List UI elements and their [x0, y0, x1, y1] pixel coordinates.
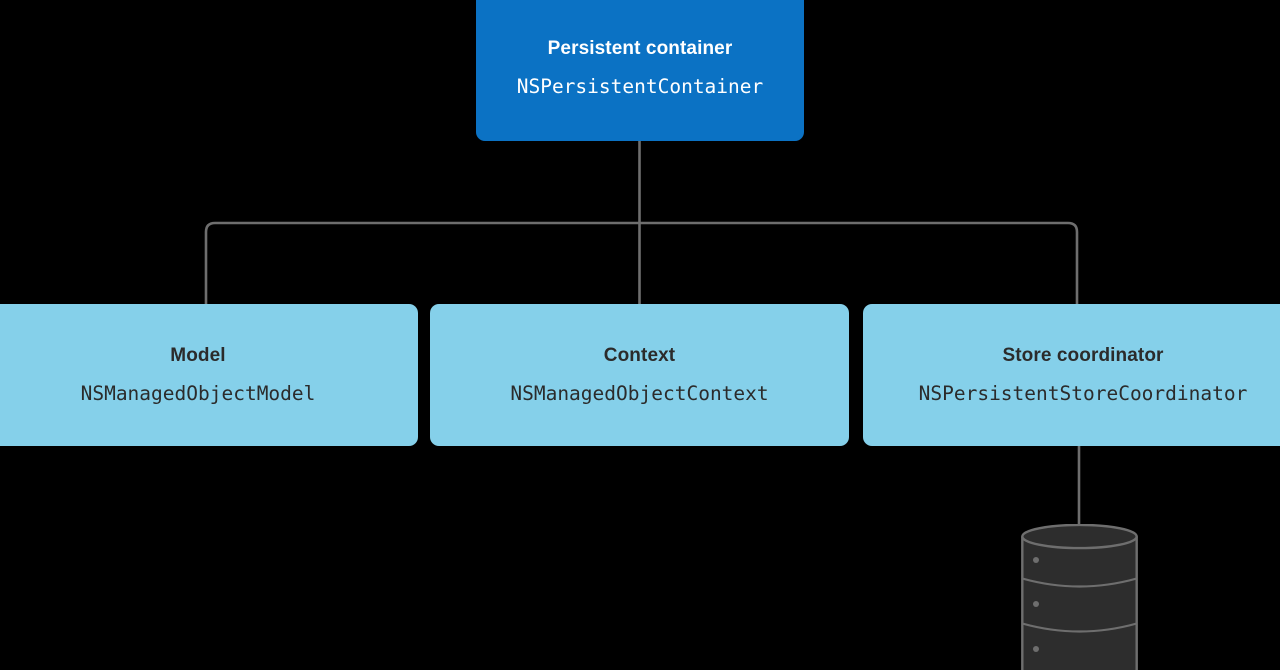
node-title: Persistent container [547, 38, 733, 60]
database-divider-1 [1022, 577, 1137, 588]
database-pip-3 [1033, 646, 1039, 652]
node-model[interactable]: Model NSManagedObjectModel [0, 304, 418, 446]
database-side-stroke [1021, 536, 1138, 670]
node-context[interactable]: Context NSManagedObjectContext [430, 304, 849, 446]
database-pip-2 [1033, 601, 1039, 607]
node-store-coordinator[interactable]: Store coordinator NSPersistentStoreCoord… [863, 304, 1280, 446]
node-subtitle: NSPersistentStoreCoordinator [918, 381, 1248, 405]
node-subtitle: NSManagedObjectContext [510, 381, 769, 405]
node-persistent-container[interactable]: Persistent container NSPersistentContain… [476, 0, 804, 141]
node-title: Context [603, 344, 676, 366]
node-subtitle: NSPersistentContainer [516, 75, 764, 99]
database-pip-1 [1033, 557, 1039, 563]
node-title: Model [170, 344, 226, 366]
node-title: Store coordinator [1002, 344, 1164, 366]
node-subtitle: NSManagedObjectModel [80, 381, 316, 405]
database-body [1022, 536, 1137, 670]
database-divider-2 [1022, 622, 1137, 633]
edge-container-to-model [204, 221, 640, 305]
database-icon[interactable] [1021, 524, 1138, 670]
database-top [1021, 524, 1138, 550]
edge-container-to-store-coordinator [639, 221, 1079, 305]
